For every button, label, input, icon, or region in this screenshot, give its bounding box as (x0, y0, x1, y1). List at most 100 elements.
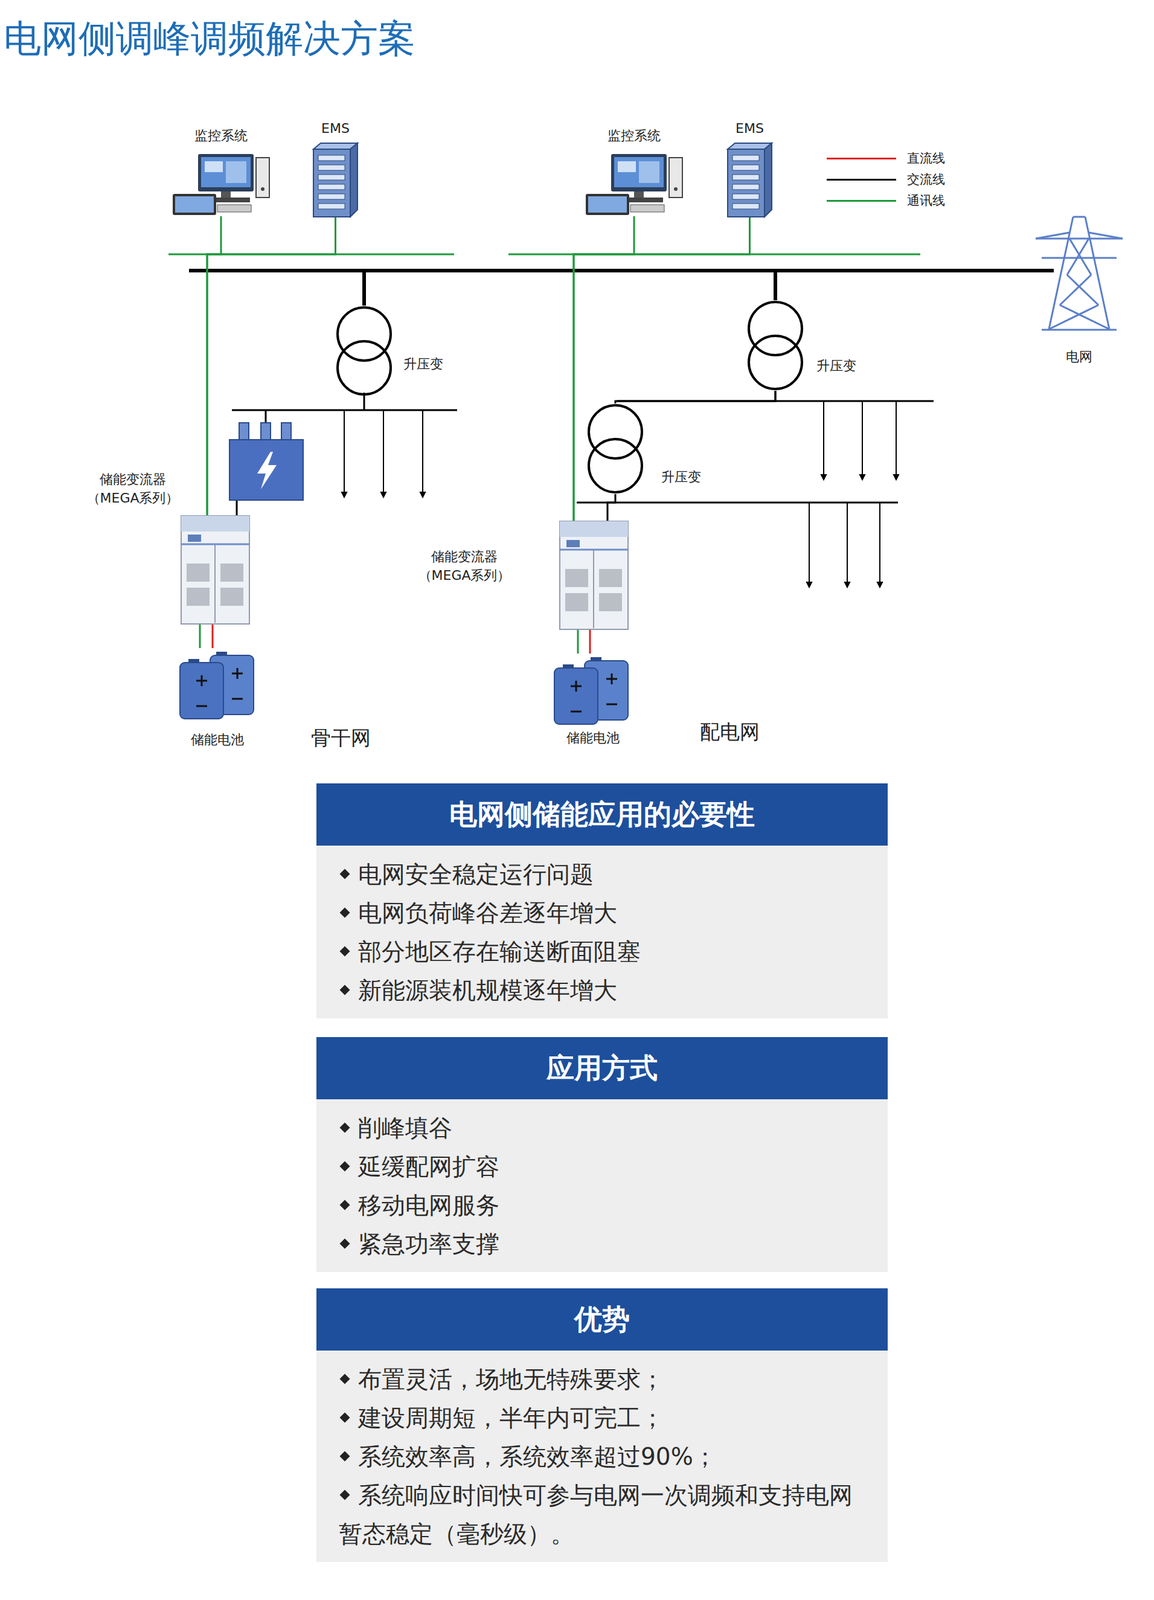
drawing-part (231, 390, 934, 516)
bullet-row: 新能源装机规模逐年增大 (338, 971, 862, 1010)
connector (589, 629, 592, 654)
drawing-part (576, 501, 898, 504)
drawing-part (1088, 232, 1123, 239)
drawing-part (221, 191, 231, 198)
drawing-part (239, 422, 249, 440)
drawing-part (220, 563, 244, 582)
drawing-part (281, 422, 292, 440)
drawing-part (611, 673, 613, 685)
cabinet-slot (732, 155, 760, 161)
bullet-text: 移动电网服务 (358, 1191, 500, 1219)
bullet-row: 系统效率高，系统效率超过90%； (338, 1437, 862, 1476)
connector (211, 624, 214, 648)
feeder-arrow (420, 492, 426, 497)
drawing-part (1059, 304, 1110, 330)
device-label: 储能变流器 （MEGA系列） (78, 470, 188, 508)
panel-body: 电网安全稳定运行问题电网负荷峰谷差逐年增大部分地区存在输送断面阻塞新能源装机规模… (316, 845, 888, 1019)
drawing-part (187, 534, 202, 542)
device-label: 储能变流器 （MEGA系列） (410, 547, 519, 586)
tr-icon (746, 300, 804, 391)
drawing-part (593, 549, 595, 629)
bullet-text: 建设周期短，半年内可完工； (358, 1404, 665, 1432)
drawing-part (1073, 216, 1086, 218)
legend-swatch (826, 199, 897, 202)
drawing-part (172, 193, 217, 215)
drawing-part (231, 698, 243, 700)
feeder-line (422, 410, 424, 494)
drawing-part (638, 161, 660, 183)
network-label: 骨干网 (310, 724, 371, 752)
drawing-part (588, 405, 642, 459)
pcs-icon (180, 515, 251, 625)
drawing-part (257, 451, 277, 490)
drawing-part (175, 196, 214, 213)
tr-icon (335, 305, 393, 397)
feeder-arrow (844, 582, 850, 587)
connector (573, 217, 751, 521)
device-label: 储能电池 (480, 729, 706, 747)
bullet-text: 紧急功率支撑 (358, 1230, 500, 1258)
bullet-row: 移动电网服务 (338, 1186, 862, 1225)
feeder-arrow (877, 582, 883, 587)
drawing-part (614, 157, 664, 188)
drawing-part (236, 667, 239, 679)
drawing-part (201, 675, 203, 686)
connector (364, 270, 1036, 306)
tr-node: 升压变 (746, 300, 804, 391)
drawing-part (350, 143, 358, 217)
drawing-part (181, 543, 250, 546)
drawing-part (577, 629, 580, 654)
drawing-part (634, 191, 644, 198)
info-panel: 应用方式削峰填谷延缓配网扩容移动电网服务紧急功率支撑 (316, 1036, 888, 1272)
pcs-node: 储能变流器 （MEGA系列） (180, 515, 251, 625)
drawing-part (1059, 274, 1092, 305)
cabinet-slot (318, 193, 345, 200)
bullet-text: 延缓配网扩容 (358, 1152, 500, 1180)
tr-node: 升压变 (586, 403, 644, 494)
drawing-part (337, 307, 391, 361)
feeder-line (823, 400, 825, 476)
bullet-diamond (339, 1450, 351, 1461)
drawing-part (260, 422, 271, 440)
device-label: 升压变 (403, 355, 444, 374)
drawing-part (217, 204, 252, 212)
drawing-part (748, 301, 802, 356)
drawing-part (764, 143, 772, 217)
panel-body: 削峰填谷延缓配网扩容移动电网服务紧急功率支撑 (316, 1099, 888, 1272)
cabinet-slot (732, 184, 760, 190)
drawing-part (229, 439, 304, 501)
ems-icon (313, 143, 358, 218)
bullet-diamond (339, 1160, 351, 1171)
feeder-arrow (806, 582, 812, 587)
drawing-part (630, 204, 665, 212)
bullet-row: 紧急功率支撑 (338, 1224, 862, 1264)
pcs-icon (559, 520, 628, 630)
drawing-part (1048, 304, 1099, 330)
cabinet-slot (732, 193, 760, 200)
legend-text: 交流线 (907, 170, 946, 188)
feeder-line (879, 502, 881, 584)
pc-node: 监控系统 (584, 152, 684, 217)
tower-icon (1035, 214, 1123, 332)
panel-heading: 优势 (316, 1288, 888, 1351)
device-label: EMS (240, 120, 430, 138)
bat-node: 储能电池 (178, 647, 256, 720)
legend-text: 通讯线 (907, 192, 946, 209)
drawing-part (181, 515, 250, 532)
network-label: 配电网 (699, 718, 760, 746)
tr-node: 升压变 (335, 305, 393, 397)
bat-icon (553, 653, 633, 725)
drawing-part (575, 680, 578, 692)
bullet-text: 削峰填谷 (358, 1114, 453, 1142)
panel-heading: 电网侧储能应用的必要性 (316, 783, 888, 846)
drawing-part (599, 593, 622, 612)
bullet-row: 电网安全稳定运行问题 (338, 855, 862, 894)
drawing-part (1041, 257, 1117, 260)
drawing-part (554, 667, 598, 725)
drawing-part (1067, 238, 1089, 275)
bullet-diamond (339, 907, 351, 918)
connector (207, 217, 336, 516)
cabinet-slot (318, 174, 345, 180)
drawing-part (337, 341, 391, 395)
